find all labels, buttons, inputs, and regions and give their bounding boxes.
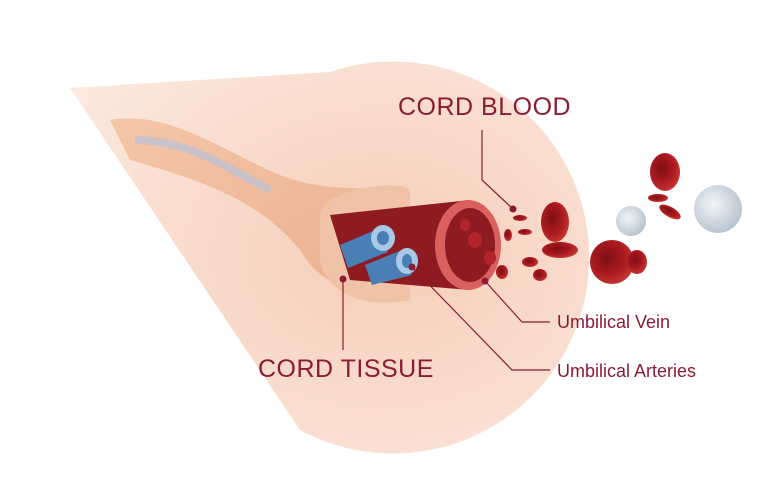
umbilical-arteries-label: Umbilical Arteries (557, 361, 697, 381)
umbilical-arteries (340, 225, 418, 285)
umbilical-vein-label: Umbilical Vein (557, 312, 671, 332)
red-blood-cells (460, 153, 681, 284)
leader-lines (342, 130, 550, 371)
white-blood-cells (616, 185, 742, 236)
umbilical-vein-body (330, 200, 470, 290)
cord-blood-label: CORD BLOOD (398, 93, 572, 121)
cord-tissue-label: CORD TISSUE (258, 355, 434, 383)
leader-dots (339, 205, 517, 285)
